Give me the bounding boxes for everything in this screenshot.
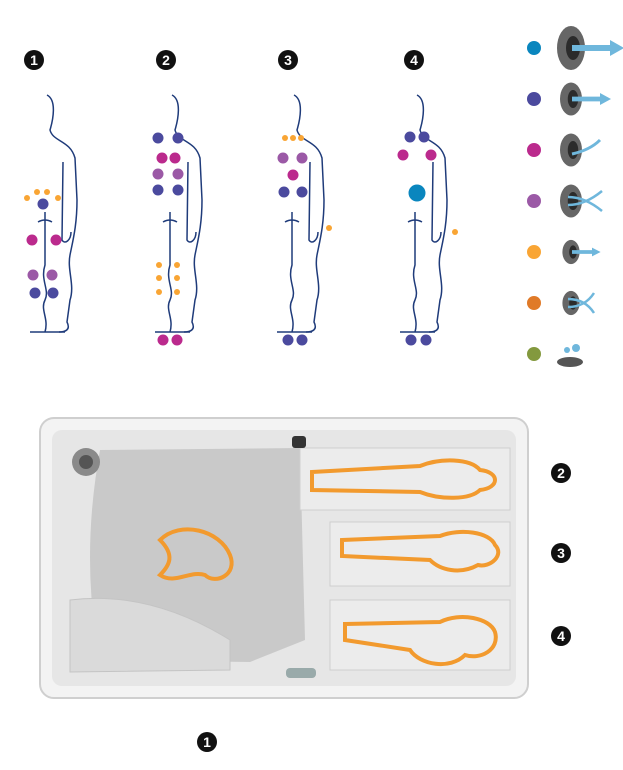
jet-marker xyxy=(296,334,308,346)
jet-marker xyxy=(174,275,180,281)
jet-marker xyxy=(174,289,180,295)
seat-label-2-tub: 2 xyxy=(551,463,571,483)
jet-marker xyxy=(404,131,416,143)
jet-marker xyxy=(152,132,164,144)
bubble-jet-icon xyxy=(557,344,583,367)
jet-marker xyxy=(172,184,184,196)
small-twin-jet-icon xyxy=(562,290,596,316)
jet-marker xyxy=(277,152,289,164)
jet-marker xyxy=(29,287,41,299)
jet-marker xyxy=(34,189,40,195)
jet-marker xyxy=(50,234,62,246)
body-figure-2 xyxy=(155,94,203,333)
jet-marker xyxy=(298,135,304,141)
jet-marker xyxy=(26,234,38,246)
jet-marker xyxy=(397,149,409,161)
legend-color-dot xyxy=(527,143,541,157)
rotating-jet-icon xyxy=(560,133,602,167)
swimmer-outline xyxy=(156,527,234,581)
legend-color-dot xyxy=(527,194,541,208)
jet-marker xyxy=(296,186,308,198)
legend-color-dot xyxy=(527,92,541,106)
jet-marker xyxy=(408,184,426,202)
seat-label-3-tub: 3 xyxy=(551,543,571,563)
seat-label-2-top: 2 xyxy=(156,50,176,70)
jet-marker xyxy=(55,195,61,201)
jet-marker xyxy=(157,334,169,346)
twin-rotating-jet-icon xyxy=(560,184,603,218)
control-panel-icon xyxy=(286,668,316,678)
seat-label-4-top: 4 xyxy=(404,50,424,70)
body-figure-3 xyxy=(277,94,325,333)
spa-tub xyxy=(39,417,529,699)
body-figure-4 xyxy=(400,94,448,333)
jet-marker xyxy=(425,149,437,161)
control-panel-icon xyxy=(292,436,306,448)
jet-marker xyxy=(452,229,458,235)
legend-color-dot xyxy=(527,347,541,361)
legend-color-dot xyxy=(527,245,541,259)
jet-marker xyxy=(46,269,58,281)
jet-marker xyxy=(171,334,183,346)
jet-marker xyxy=(27,269,39,281)
medium-direct-jet-icon xyxy=(560,82,611,116)
jet-marker xyxy=(278,186,290,198)
jet-marker xyxy=(287,169,299,181)
large-direct-jet-icon xyxy=(557,26,623,70)
seat-label-1-tub: 1 xyxy=(197,732,217,752)
jet-marker xyxy=(282,334,294,346)
legend-color-dot xyxy=(527,41,541,55)
jet-marker xyxy=(172,132,184,144)
body-figure-1 xyxy=(30,94,78,333)
jet-marker xyxy=(152,184,164,196)
jet-marker xyxy=(174,262,180,268)
legend-color-dot xyxy=(527,296,541,310)
jet-marker xyxy=(24,195,30,201)
seat-label-3-top: 3 xyxy=(278,50,298,70)
jet-marker xyxy=(37,198,49,210)
jet-marker xyxy=(47,287,59,299)
jet-marker xyxy=(296,152,308,164)
jet-marker xyxy=(152,168,164,180)
jet-marker xyxy=(418,131,430,143)
jet-marker xyxy=(290,135,296,141)
seat-label-1-top: 1 xyxy=(24,50,44,70)
body-outline-seat-2 xyxy=(310,458,497,500)
small-direct-jet-icon xyxy=(562,239,601,265)
body-outline-seat-3 xyxy=(340,529,501,573)
jet-marker xyxy=(405,334,417,346)
jet-marker xyxy=(282,135,288,141)
jet-marker xyxy=(172,168,184,180)
jet-marker xyxy=(326,225,332,231)
seat-label-4-tub: 4 xyxy=(551,626,571,646)
jet-marker xyxy=(156,262,162,268)
jet-marker xyxy=(156,289,162,295)
jet-marker xyxy=(44,189,50,195)
jet-marker xyxy=(420,334,432,346)
jet-marker xyxy=(169,152,181,164)
body-outline-seat-4 xyxy=(343,615,498,667)
jet-marker xyxy=(156,275,162,281)
jet-marker xyxy=(156,152,168,164)
